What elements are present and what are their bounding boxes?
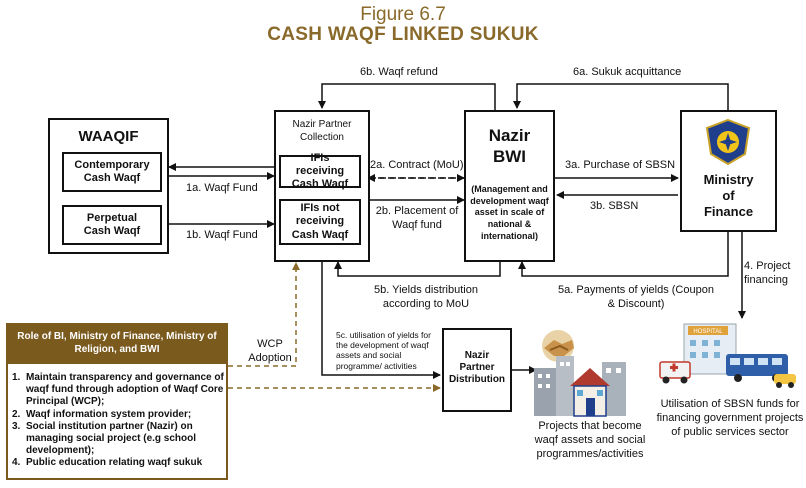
role-item: 3. Social institution partner (Nazir) on…: [12, 421, 226, 458]
distribution-line1: Nazir: [464, 350, 490, 361]
role-item: 2. Waqf information system provider;: [12, 409, 226, 421]
handshake-icon: [542, 330, 574, 362]
projects-illustration: [534, 330, 626, 417]
role-item-text: Maintain transparency and governance of …: [26, 372, 224, 408]
public-services-illustration: HOSPITAL: [659, 323, 796, 388]
nazir-partner-distribution-box: Nazir Partner Distribution: [442, 328, 512, 412]
label-5b-yields-distribution: 5b. Yields distribution according to MoU: [374, 284, 478, 310]
sbsn-caption: Utilisation of SBSN funds for financing …: [656, 398, 804, 438]
figure-title: CASH WAQF LINKED SUKUK: [267, 24, 539, 45]
role-heading: Role of BI, Ministry of Finance, Ministr…: [6, 323, 228, 364]
role-item-num: 2.: [12, 408, 21, 420]
ifi-not-receiving-cash-waqf: IFIs not receiving Cash Waqf: [279, 199, 361, 245]
label-6b-waqf-refund: 6b. Waqf refund: [360, 66, 438, 78]
label-2a-contract: 2a. Contract (MoU): [370, 159, 464, 171]
mof-line2: of: [722, 188, 735, 203]
mof-line3: Finance: [703, 204, 754, 219]
nazir-bwi-box: Nazir BWI (Management and development wa…: [464, 110, 555, 262]
school-house-icon: [570, 368, 610, 417]
label-5c-utilisation: 5c. utilisation of yields for the develo…: [336, 330, 431, 371]
label-1a-waqf-fund: 1a. Waqf Fund: [186, 182, 258, 194]
role-item-text: Waqf information system provider;: [26, 408, 192, 420]
contemporary-cash-waqf: Contemporary Cash Waqf: [62, 152, 162, 192]
mof-line1: Ministry: [703, 172, 754, 187]
projects-caption: Projects that become waqf assets and soc…: [534, 420, 646, 460]
role-item-text: Social institution partner (Nazir) on ma…: [26, 420, 197, 457]
figure-number: Figure 6.7: [360, 4, 446, 25]
label-1b-waqf-fund: 1b. Waqf Fund: [186, 229, 258, 241]
label-3a-purchase-sbsn: 3a. Purchase of SBSN: [565, 159, 676, 171]
taxi-icon: [774, 374, 796, 388]
role-item: 4. Public education relating waqf sukuk: [12, 457, 226, 469]
waaqif-title: WAAQIF: [78, 128, 139, 145]
bwi-title-line2: BWI: [492, 147, 527, 166]
ambulance-icon: [659, 361, 691, 384]
bwi-description: (Management and development waqf asset i…: [470, 184, 549, 241]
role-item: 1. Maintain transparency and governance …: [12, 372, 226, 409]
perpetual-cash-waqf: Perpetual Cash Waqf: [62, 205, 162, 245]
partner-title: Nazir Partner Collection: [292, 119, 352, 143]
role-item-num: 1.: [12, 372, 21, 383]
role-list: 1. Maintain transparency and governance …: [12, 372, 226, 470]
label-6a-sukuk-acquittance: 6a. Sukuk acquittance: [573, 66, 682, 78]
label-2b-placement: 2b. Placement of Waqf fund: [375, 205, 459, 231]
ministry-of-finance-box: Ministry of Finance: [680, 110, 777, 232]
role-item-text: Public education relating waqf sukuk: [26, 457, 203, 469]
role-item-num: 3.: [12, 420, 21, 432]
label-wcp-adoption: WCP Adoption: [248, 338, 292, 364]
role-item-num: 4.: [12, 457, 21, 469]
label-4-project-financing: 4. Project financing: [744, 260, 791, 286]
hospital-sign: HOSPITAL: [693, 329, 723, 335]
label-3b-sbsn: 3b. SBSN: [590, 200, 639, 212]
label-5a-payments-yields: 5a. Payments of yields (Coupon & Discoun…: [558, 284, 714, 310]
ifi-receiving-cash-waqf: IFIs receiving Cash Waqf: [279, 152, 361, 190]
distribution-line3: Distribution: [448, 374, 506, 385]
bwi-title-line1: Nazir: [488, 126, 531, 145]
distribution-line2: Partner: [459, 362, 495, 373]
ministry-of-finance-emblem-icon: [705, 118, 751, 166]
